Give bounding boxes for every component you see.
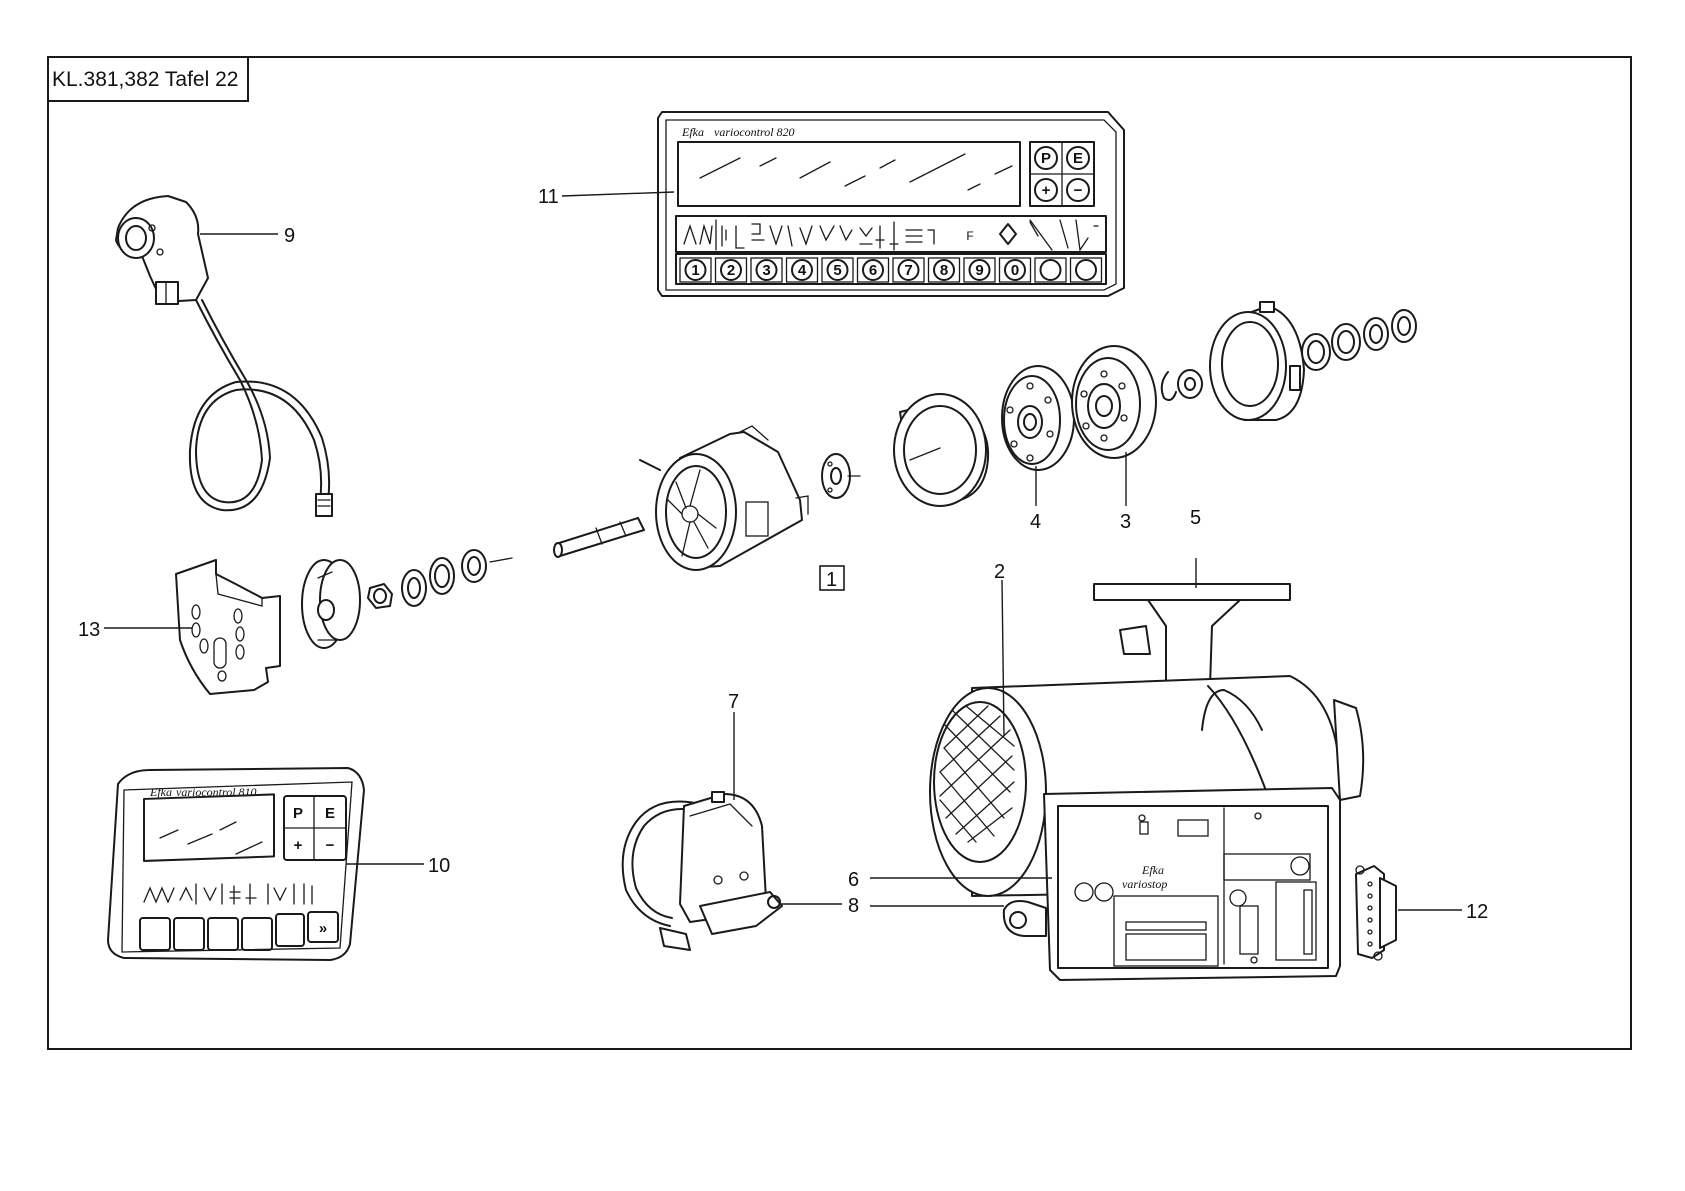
key-810-3[interactable] <box>208 918 238 950</box>
panel-820-display <box>678 142 1020 206</box>
panel-820-key-label: 9 <box>975 262 983 279</box>
callout-13: 13 <box>78 619 100 641</box>
end-cover-ring <box>1210 302 1304 420</box>
variostop-model: variostop <box>1122 877 1167 891</box>
circlip-and-bearing <box>1162 370 1202 400</box>
key-810-2[interactable] <box>174 918 204 950</box>
shim-washers <box>1302 310 1416 370</box>
sensor-module-7 <box>623 792 782 950</box>
variostop-brand: Efka <box>1141 863 1164 877</box>
panel-810-symbols <box>144 884 312 904</box>
sub-d-connector-12 <box>1356 866 1396 960</box>
callout-6: 6 <box>848 869 859 891</box>
panel-820-function-row <box>676 216 1106 252</box>
callout-3: 3 <box>1120 511 1131 533</box>
callout-4: 4 <box>1030 511 1041 533</box>
arrow-symbol-icon <box>1000 224 1016 244</box>
panel-820-key-label: 2 <box>727 262 735 279</box>
variostop-control-box: Efka variostop <box>1004 788 1340 980</box>
key-810-5[interactable] <box>276 914 304 946</box>
panel-820-key-label: 1 <box>691 262 699 279</box>
panel-820-brand: Efka <box>681 125 704 139</box>
key-plus-820[interactable]: + <box>1042 182 1051 199</box>
small-flange <box>822 454 860 498</box>
key-p-820[interactable]: P <box>1041 150 1051 167</box>
callout-7: 7 <box>728 691 739 713</box>
motor-front-housing <box>640 426 808 570</box>
key-plus-810[interactable]: + <box>294 837 303 854</box>
key-810-4[interactable] <box>242 918 272 950</box>
panel-820-key-blank-10[interactable] <box>1041 260 1061 280</box>
callout-11: 11 <box>538 186 559 208</box>
function-symbols <box>684 220 934 250</box>
panel-820-key-label: 0 <box>1011 262 1019 279</box>
panel-810-brand: Efka <box>149 785 172 799</box>
key-minus-820[interactable]: − <box>1074 182 1083 199</box>
clutch-disc-3 <box>1072 346 1156 458</box>
key-e-820[interactable]: E <box>1073 150 1083 167</box>
callout-9: 9 <box>284 225 295 247</box>
key-p-810[interactable]: P <box>293 805 303 822</box>
key-810-1[interactable] <box>140 918 170 950</box>
position-sensor-9 <box>116 196 332 516</box>
panel-820-key-label: 6 <box>869 262 877 279</box>
func-key-f-820[interactable]: F <box>966 229 973 243</box>
panel-820-key-label: 8 <box>940 262 948 279</box>
panel-810-display <box>144 794 274 861</box>
key-minus-810[interactable]: − <box>326 837 335 854</box>
pulley-and-washers <box>302 518 644 648</box>
needle-position-icons <box>1030 220 1098 250</box>
panel-820-key-label: 3 <box>762 262 770 279</box>
panel-810-keys: » <box>140 912 338 950</box>
callout-1: 1 <box>826 569 837 591</box>
sheet-title: KL.381,382 Tafel 22 <box>52 68 238 91</box>
callout-10: 10 <box>428 855 450 877</box>
callout-5: 5 <box>1190 507 1201 529</box>
brake-disc-4 <box>1002 366 1074 470</box>
panel-820-key-label: 5 <box>833 262 841 279</box>
panel-820-side-keys: P E + − <box>1030 142 1094 206</box>
panel-820-key-label: 7 <box>904 262 912 279</box>
key-e-810[interactable]: E <box>325 805 335 822</box>
panel-820-number-keys: 1 2 3 4 5 6 7 8 9 0 <box>680 258 1102 282</box>
control-panel-810: Efka variocontrol 810 P E + − <box>108 768 364 960</box>
belt-guard-13 <box>176 560 280 694</box>
display-hatch <box>700 154 1012 190</box>
key-810-forward: » <box>319 920 327 937</box>
clutch-drum <box>894 394 988 506</box>
panel-820-model: variocontrol 820 <box>714 125 795 139</box>
panel-820-key-blank-11[interactable] <box>1076 260 1096 280</box>
callout-8: 8 <box>848 895 859 917</box>
panel-810-side-keys: P E + − <box>284 796 346 860</box>
panel-820-key-label: 4 <box>798 262 807 279</box>
callout-2: 2 <box>994 561 1005 583</box>
callout-12: 12 <box>1466 901 1488 923</box>
